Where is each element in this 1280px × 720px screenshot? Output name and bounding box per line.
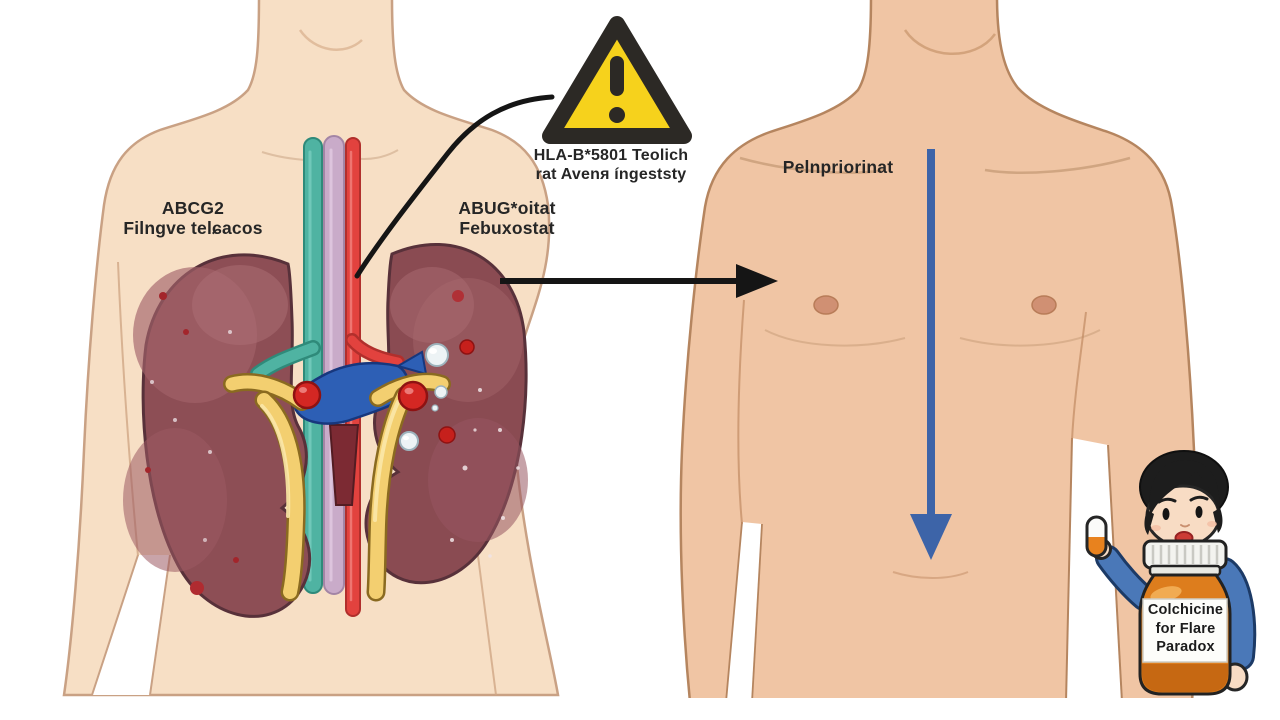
right-nipple — [1031, 295, 1057, 315]
right-arrow-icon — [500, 264, 778, 298]
bottle-label — [1142, 598, 1228, 663]
eye — [1195, 506, 1203, 518]
label-abcg2: ABCG2 Filngve telɕacos — [88, 198, 298, 239]
down-arrow-icon — [910, 149, 952, 560]
pill-bottle — [1138, 539, 1232, 696]
left-kidney — [123, 253, 312, 618]
pill-capsule-icon — [1085, 515, 1108, 558]
vena-cava-teal — [303, 137, 323, 594]
eyebrow — [1189, 495, 1209, 502]
label-hla-line2: rat Avenя íngeststy — [535, 165, 687, 183]
label-hla-warning: HLA-B*5801 Teolich rat Avenя íngeststy — [521, 147, 701, 184]
eye — [1162, 508, 1170, 520]
left-nipple — [813, 295, 839, 315]
aorta-mauve — [323, 135, 345, 595]
nose — [1180, 524, 1190, 528]
bottle-label-line2: for Flare — [1155, 620, 1216, 637]
callout-line — [354, 94, 555, 279]
right-figure-torso — [679, 0, 1198, 704]
label-abcg2-line1: ABCG2 — [161, 198, 225, 218]
eyebrow — [1157, 497, 1177, 504]
bottom-margin — [0, 698, 1280, 720]
urate-crystals — [399, 339, 475, 451]
label-abcg2-line2: Filngve telɕacos — [123, 218, 263, 239]
cartoon-character — [1085, 450, 1257, 692]
renal-vessels — [223, 333, 451, 602]
left-hilum-red-ball — [292, 380, 322, 410]
bottle-label-line1: Colchicine — [1147, 602, 1224, 618]
label-febuxostat-line2: Febuxostat — [459, 218, 555, 239]
warning-triangle-icon — [542, 16, 692, 144]
right-kidney — [364, 243, 528, 585]
bottle-label-line3: Paradox — [1156, 639, 1215, 656]
label-right-body-text: Pelnpriorinat — [782, 157, 894, 177]
label-febuxostat: ABUG*oitat Febuxostat — [417, 198, 597, 239]
kidneys — [123, 243, 528, 618]
right-hilum-red-ball — [397, 380, 429, 412]
label-right-body: Pelnpriorinat — [758, 157, 918, 177]
label-febuxostat-line1: ABUG*oitat — [458, 198, 556, 218]
bottle-label-text: Colchicine for Flare Paradox — [1142, 601, 1229, 657]
label-hla-line1: HLA-B*5801 Teolich — [533, 147, 689, 164]
